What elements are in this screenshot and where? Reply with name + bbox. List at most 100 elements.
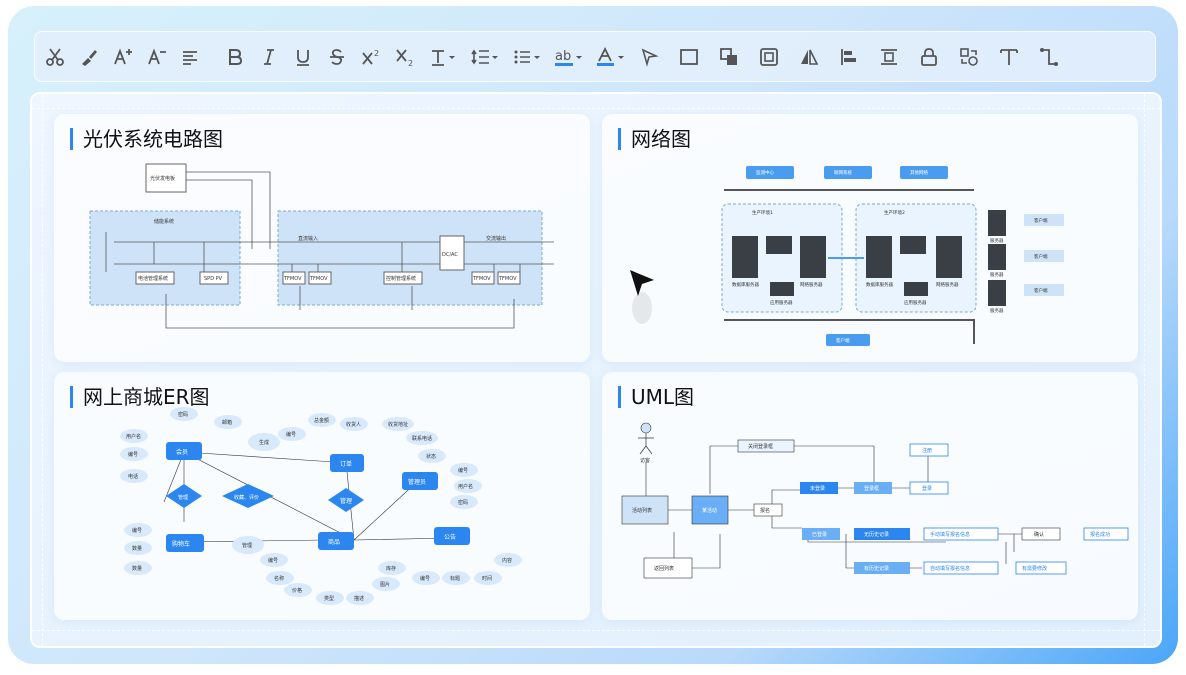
er-label: 收货人 [346, 421, 361, 428]
pv-label: TFMOV [498, 276, 517, 282]
format-brush-icon[interactable] [75, 43, 103, 71]
er-label: 订单 [340, 460, 352, 468]
pv-label: TFMOV [309, 276, 328, 282]
pv-label: TFMOV [472, 276, 491, 282]
guide-line [42, 94, 43, 646]
pv-circuit-title: 光伏系统电路图 [70, 128, 223, 150]
list-icon[interactable] [509, 43, 545, 71]
highlight-icon[interactable]: ab [551, 43, 587, 71]
er-label: 数量 [132, 565, 142, 572]
er-label: 类型 [324, 595, 334, 602]
guide-line [1144, 94, 1145, 646]
superscript-icon[interactable]: 2 [357, 43, 385, 71]
uml-diagram: 访客 活动列表 某活动 关闭登录框 未登录 登录框 注册 登录 报名 已登录 无… [621, 422, 1129, 579]
pv-label: 控制管理系统 [386, 275, 416, 282]
scissors-icon[interactable] [41, 43, 69, 71]
uml-label: 报名成功 [1090, 531, 1110, 538]
font-decrease-icon[interactable] [143, 43, 171, 71]
network-label: 数据库服务器 [866, 281, 893, 288]
er-card[interactable]: 网上商城ER图 [54, 372, 590, 620]
er-label: 邮箱 [222, 419, 232, 426]
font-increase-icon[interactable] [109, 43, 137, 71]
border-icon[interactable] [675, 43, 703, 71]
uml-label: 确认 [1034, 531, 1044, 538]
er-label: 状态 [426, 453, 436, 460]
er-label: 联系电话 [412, 435, 432, 442]
pv-label: SPD PV [204, 276, 223, 282]
uml-label: 手动填写报名信息 [930, 531, 970, 538]
er-label: 管理 [178, 494, 188, 501]
network-label: 客户端 [836, 337, 850, 344]
line-spacing-icon[interactable] [467, 43, 503, 71]
er-label: 编号 [268, 557, 278, 564]
guide-line [32, 108, 1160, 109]
pv-label: 光伏发电板 [150, 175, 175, 182]
connector-icon[interactable] [1035, 43, 1063, 71]
er-label: 数量 [132, 545, 142, 552]
er-label: 内容 [502, 557, 512, 564]
flip-icon[interactable] [795, 43, 823, 71]
er-label: 编号 [458, 467, 468, 474]
er-label: 标题 [450, 575, 460, 582]
network-label: 服务器 [990, 237, 1004, 244]
align-icon[interactable] [835, 43, 863, 71]
network-label: 网络服务器 [936, 281, 959, 288]
text-icon[interactable] [995, 43, 1023, 71]
align-left-icon[interactable] [177, 43, 205, 71]
pv-label: TFMOV [283, 276, 302, 282]
er-label: 密码 [178, 411, 188, 418]
uml-label: 活动列表 [632, 507, 652, 514]
group-icon[interactable] [755, 43, 783, 71]
er-label: 用户名 [458, 483, 473, 490]
er-label: 商品 [328, 538, 340, 546]
uml-label: 自动填写报名信息 [930, 565, 970, 572]
er-label: 公告 [444, 533, 456, 541]
italic-icon[interactable] [255, 43, 283, 71]
uml-label: 返回列表 [654, 565, 674, 572]
lock-icon[interactable] [915, 43, 943, 71]
network-label: 其他网络 [910, 169, 928, 176]
er-label: 编号 [420, 575, 430, 582]
uml-label: 有需要修改 [1022, 565, 1047, 572]
font-color-icon[interactable] [593, 43, 629, 71]
network-title: 网络图 [618, 128, 691, 150]
network-label: 客户端 [1034, 287, 1048, 294]
er-label: 密码 [458, 499, 468, 506]
uml-label: 注册 [922, 447, 932, 454]
uml-title: UML图 [618, 386, 694, 408]
bold-icon[interactable] [221, 43, 249, 71]
network-label: 服务器 [990, 271, 1004, 278]
network-label: 客户端 [1034, 217, 1048, 224]
network-label: 服务器 [990, 307, 1004, 314]
underline-icon[interactable] [289, 43, 317, 71]
uml-label: 有历史记录 [864, 565, 889, 572]
er-diagram: 会员 订单 管理员 管理 收藏、评价 购物车 商品 公告 管理 生成 管理 用户… [120, 407, 522, 605]
er-label: 收藏、评价 [234, 494, 259, 501]
network-label: 监测中心 [756, 169, 774, 176]
uml-card[interactable]: UML图 [602, 372, 1138, 620]
er-label: 编号 [128, 451, 138, 458]
er-label: 价格 [292, 587, 302, 594]
arrange-icon[interactable] [715, 43, 743, 71]
uml-label: 关闭登录框 [748, 443, 773, 450]
er-label: 总金额 [314, 417, 329, 424]
er-label: 图片 [380, 581, 390, 588]
er-label: 收货地址 [388, 421, 408, 428]
network-card[interactable]: 网络图 [602, 114, 1138, 362]
uml-label: 访客 [640, 457, 650, 464]
network-label: 应用服务器 [770, 299, 793, 306]
subscript-icon[interactable]: 2 [391, 43, 419, 71]
fill-icon[interactable] [635, 43, 663, 71]
er-label: 管理 [340, 497, 352, 505]
pv-circuit-card[interactable]: 光伏系统电路图 [54, 114, 590, 362]
pv-label: 电池管理系统 [138, 275, 168, 282]
uml-label: 已登录 [812, 531, 827, 538]
distribute-icon[interactable] [875, 43, 903, 71]
replace-icon[interactable] [955, 43, 983, 71]
text-style-icon[interactable] [425, 43, 461, 71]
er-title: 网上商城ER图 [70, 386, 210, 408]
strikethrough-icon[interactable] [323, 43, 351, 71]
uml-label: 登录框 [864, 485, 879, 492]
diagram-canvas[interactable]: 光伏系统电路图 [30, 92, 1162, 648]
er-label: 用户名 [126, 433, 141, 440]
